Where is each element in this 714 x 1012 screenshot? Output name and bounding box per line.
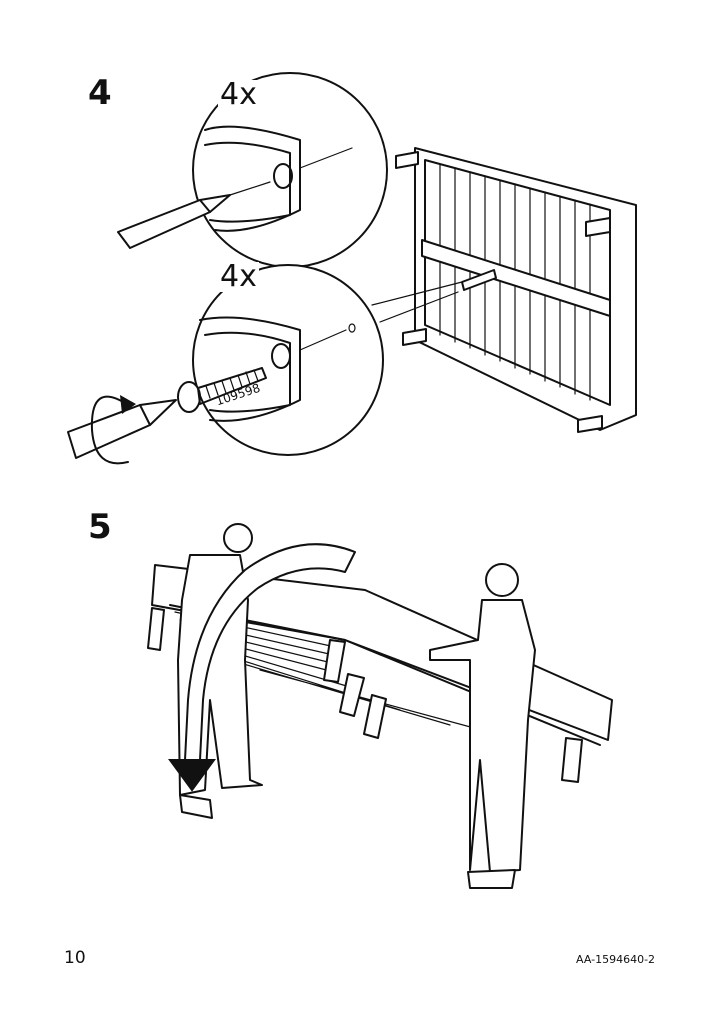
quantity-label-bottom: 4x: [218, 259, 259, 294]
pencil-icon: [117, 181, 271, 249]
flip-arrow-icon: [168, 543, 356, 792]
person-right: [429, 563, 536, 889]
screwdriver-icon: [67, 399, 177, 459]
detail-circle-bottom: [192, 264, 384, 456]
page-number: 10: [64, 948, 86, 968]
step-number-5: 5: [88, 507, 112, 547]
quantity-label-top: 4x: [218, 77, 259, 112]
screw-icon: [177, 367, 267, 413]
document-code: AA-1594640-2: [576, 953, 656, 966]
sofa-frame: [395, 147, 637, 433]
step-number-4: 4: [88, 73, 112, 113]
rotate-arrow-icon: [90, 395, 136, 465]
detail-circle-top: [192, 72, 388, 268]
step-4-illustration: [67, 72, 637, 465]
detail-leader-line: [371, 281, 463, 306]
